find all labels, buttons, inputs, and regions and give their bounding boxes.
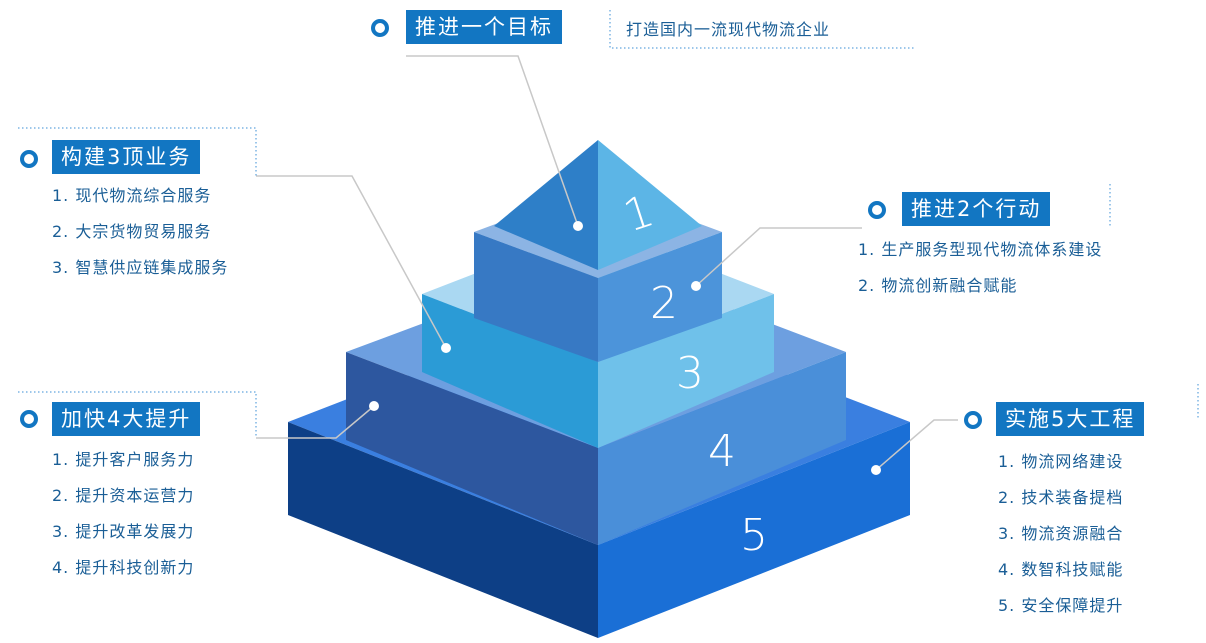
list-item: 3. 提升改革发展力: [52, 522, 195, 541]
list-item: 1. 提升客户服务力: [52, 450, 195, 469]
list-item: 4. 数智科技赋能: [998, 560, 1124, 579]
list-item: 1. 现代物流综合服务: [52, 186, 212, 205]
actions-list: 1. 生产服务型现代物流体系建设 2. 物流创新融合赋能: [858, 232, 1102, 304]
goal-subtitle: 打造国内一流现代物流企业: [626, 20, 831, 39]
list-item: 3. 智慧供应链集成服务: [52, 258, 229, 277]
list-item: 4. 提升科技创新力: [52, 558, 195, 577]
dot-tier-3: [441, 343, 451, 353]
improve-bullet-icon: [20, 410, 38, 428]
business-list: 1. 现代物流综合服务 2. 大宗货物贸易服务 3. 智慧供应链集成服务: [52, 178, 228, 286]
connector-improve: [256, 405, 375, 439]
actions-title: 推进2个行动: [902, 192, 1051, 226]
tier-2-number: 2: [650, 278, 678, 329]
tier-3-number: 3: [676, 348, 704, 399]
list-item: 1. 生产服务型现代物流体系建设: [858, 240, 1103, 259]
list-item: 1. 物流网络建设: [998, 452, 1124, 471]
list-item: 5. 安全保障提升: [998, 596, 1124, 615]
business-bullet-icon: [20, 150, 38, 168]
dot-tier-4: [369, 401, 379, 411]
goal-title: 推进一个目标: [406, 10, 562, 44]
connector-business: [256, 175, 447, 349]
improve-list: 1. 提升客户服务力 2. 提升资本运营力 3. 提升改革发展力 4. 提升科技…: [52, 442, 194, 586]
connector-actions: [695, 227, 862, 287]
list-item: 3. 物流资源融合: [998, 524, 1124, 543]
projects-title: 实施5大工程: [996, 402, 1145, 436]
actions-bullet-icon: [868, 201, 886, 219]
tier-4-number: 4: [708, 426, 736, 477]
connector-projects: [875, 419, 958, 471]
connector-goal: [406, 55, 579, 227]
dot-tier-5: [871, 465, 881, 475]
improve-title: 加快4大提升: [52, 402, 201, 436]
dotted-guide-goal: [609, 10, 916, 49]
list-item: 2. 提升资本运营力: [52, 486, 195, 505]
projects-list: 1. 物流网络建设 2. 技术装备提档 3. 物流资源融合 4. 数智科技赋能 …: [998, 444, 1123, 624]
tier-5-number: 5: [740, 510, 768, 561]
goal-bullet-icon: [371, 19, 389, 37]
list-item: 2. 技术装备提档: [998, 488, 1124, 507]
dot-tier-1: [573, 221, 583, 231]
list-item: 2. 大宗货物贸易服务: [52, 222, 212, 241]
projects-bullet-icon: [964, 411, 982, 429]
dotted-guide-improve: [18, 391, 257, 438]
list-item: 2. 物流创新融合赋能: [858, 276, 1018, 295]
business-title: 构建3顶业务: [52, 140, 201, 174]
dot-tier-2: [691, 281, 701, 291]
tier-1: [494, 140, 702, 270]
